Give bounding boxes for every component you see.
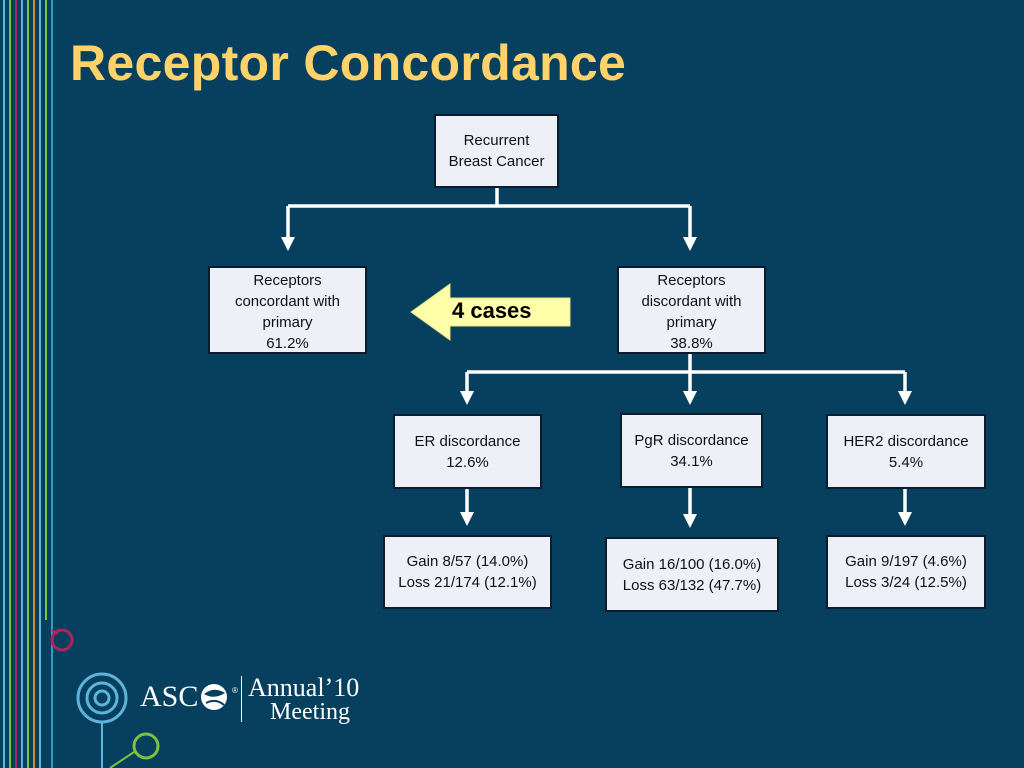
annual-word: Annual [248, 673, 325, 702]
discordant-value: 38.8% [670, 335, 713, 352]
er-label: ER discordance [414, 433, 521, 450]
pgr-detail-node: Gain 16/100 (16.0%) Loss 63/132 (47.7%) [605, 537, 779, 612]
annual-meeting-title: Annual’10 [248, 673, 360, 702]
asco-logo-text: ASC [140, 680, 199, 713]
concordant-node: Receptors concordant with primary 61.2% [208, 266, 367, 354]
concordant-line1: Receptors [253, 272, 322, 289]
callout-label: 4 cases [452, 298, 532, 323]
concordant-value: 61.2% [266, 335, 309, 352]
callout-arrow-shape [410, 283, 571, 341]
her2-label: HER2 discordance [843, 433, 969, 450]
root-node: Recurrent Breast Cancer [434, 114, 559, 188]
discordant-line3: primary [666, 314, 717, 331]
pgr-gain: Gain 16/100 (16.0%) [622, 556, 762, 573]
discordant-node: Receptors discordant with primary 38.8% [617, 266, 766, 354]
magenta-node [50, 628, 74, 652]
discordant-line2: discordant with [641, 293, 742, 310]
pgr-loss: Loss 63/132 (47.7%) [622, 577, 762, 594]
er-detail-node: Gain 8/57 (14.0%) Loss 21/174 (12.1%) [383, 535, 552, 609]
slide-title: Receptor Concordance [70, 35, 627, 91]
concordant-line3: primary [262, 314, 313, 331]
registered-mark: ® [232, 686, 238, 695]
green-node [132, 732, 160, 760]
year-mark: ’10 [324, 673, 360, 702]
asco-target-logo-icon [76, 672, 128, 768]
her2-detail-node: Gain 9/197 (4.6%) Loss 3/24 (12.5%) [826, 535, 986, 609]
her2-gain: Gain 9/197 (4.6%) [845, 553, 967, 570]
er-discordance-node: ER discordance 12.6% [393, 414, 542, 489]
er-value: 12.6% [446, 454, 489, 471]
logo-divider [241, 676, 242, 722]
root-line2: Breast Cancer [448, 153, 545, 170]
er-gain: Gain 8/57 (14.0%) [406, 553, 529, 570]
vertical-accent-lines [3, 0, 53, 768]
her2-loss: Loss 3/24 (12.5%) [845, 574, 967, 591]
concordant-line2: concordant with [234, 293, 341, 310]
discordant-line1: Receptors [657, 272, 726, 289]
meeting-word: Meeting [270, 699, 350, 725]
pgr-discordance-node: PgR discordance 34.1% [620, 413, 763, 488]
her2-value: 5.4% [888, 454, 924, 471]
pgr-label: PgR discordance [634, 432, 749, 449]
er-loss: Loss 21/174 (12.1%) [398, 574, 537, 591]
her2-discordance-node: HER2 discordance 5.4% [826, 414, 986, 489]
pgr-value: 34.1% [670, 453, 713, 470]
root-line1: Recurrent [463, 132, 530, 149]
